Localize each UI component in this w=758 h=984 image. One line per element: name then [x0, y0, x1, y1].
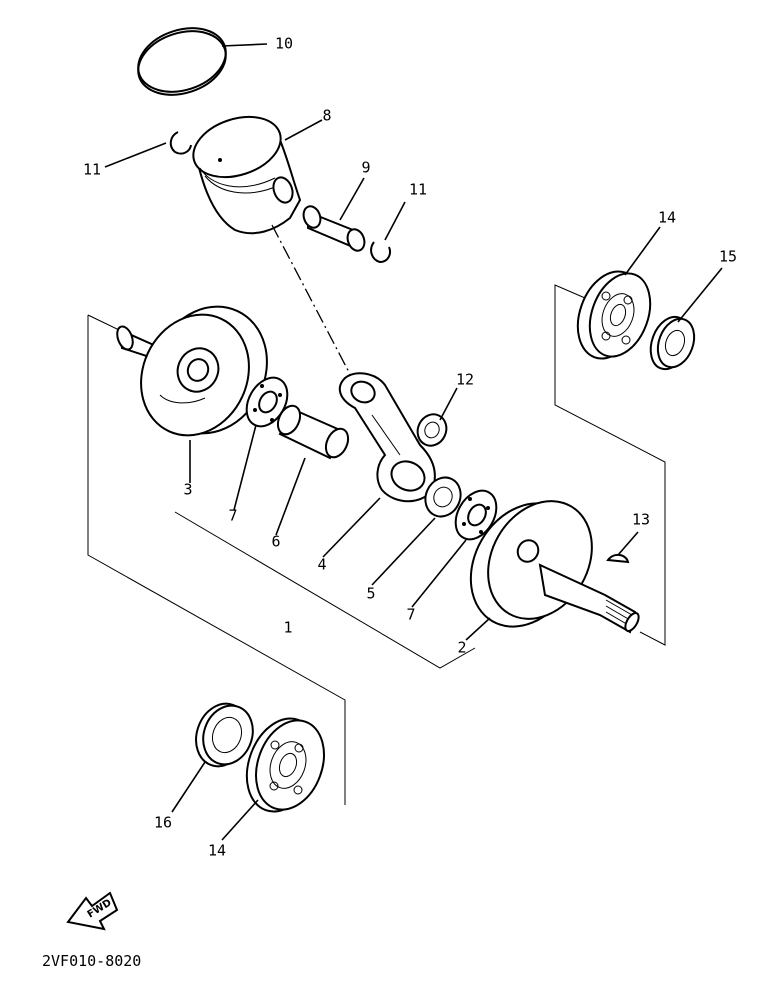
- callout-5: 5: [366, 585, 375, 603]
- crank-pin: [276, 404, 350, 460]
- small-end-bearing: [416, 413, 448, 447]
- callout-12: 12: [456, 371, 474, 389]
- piston: [192, 115, 302, 235]
- callout-14-left: 14: [208, 842, 226, 860]
- piston-pin-clip-left: [169, 131, 192, 155]
- callout-3: 3: [183, 481, 192, 499]
- piston-pin: [302, 205, 366, 252]
- woodruff-key: [606, 554, 630, 564]
- callout-8: 8: [322, 107, 331, 125]
- big-end-bearing: [424, 476, 462, 518]
- callout-11-left: 11: [83, 161, 101, 179]
- callout-2: 2: [457, 639, 466, 657]
- callout-1: 1: [283, 619, 292, 637]
- callout-14-right: 14: [658, 209, 676, 227]
- callout-10: 10: [275, 35, 293, 53]
- oil-seal-left: [195, 702, 254, 768]
- right-bearing-bracket: [554, 284, 666, 646]
- callout-9: 9: [361, 159, 370, 177]
- crank-wheel-right: [469, 500, 640, 634]
- crank-wheel-left: [116, 305, 268, 437]
- bearing-left: [245, 717, 325, 813]
- forward-direction-arrow: FWD: [66, 891, 119, 931]
- callout-7-right: 7: [406, 606, 415, 624]
- callout-16: 16: [154, 814, 172, 832]
- piston-to-rod-axis: [271, 224, 353, 379]
- callout-7-left: 7: [228, 507, 237, 525]
- callout-11-right: 11: [409, 181, 427, 199]
- callout-6: 6: [271, 533, 280, 551]
- bearing-right: [576, 270, 652, 360]
- leader-lines: [104, 43, 723, 841]
- thrust-washer-right: [454, 489, 498, 541]
- callout-labels: 10 8 11 9 11 14 15 12 3 7 13 6 4 5 7 1 2…: [83, 35, 737, 860]
- oil-seal-right: [649, 315, 696, 371]
- callout-4: 4: [317, 556, 326, 574]
- piston-ring: [137, 27, 227, 96]
- diagram-part-code: 2VF010-8020: [42, 952, 141, 970]
- callout-13: 13: [632, 511, 650, 529]
- connecting-rod: [338, 372, 436, 503]
- piston-pin-clip-right: [370, 241, 391, 264]
- callout-15: 15: [719, 248, 737, 266]
